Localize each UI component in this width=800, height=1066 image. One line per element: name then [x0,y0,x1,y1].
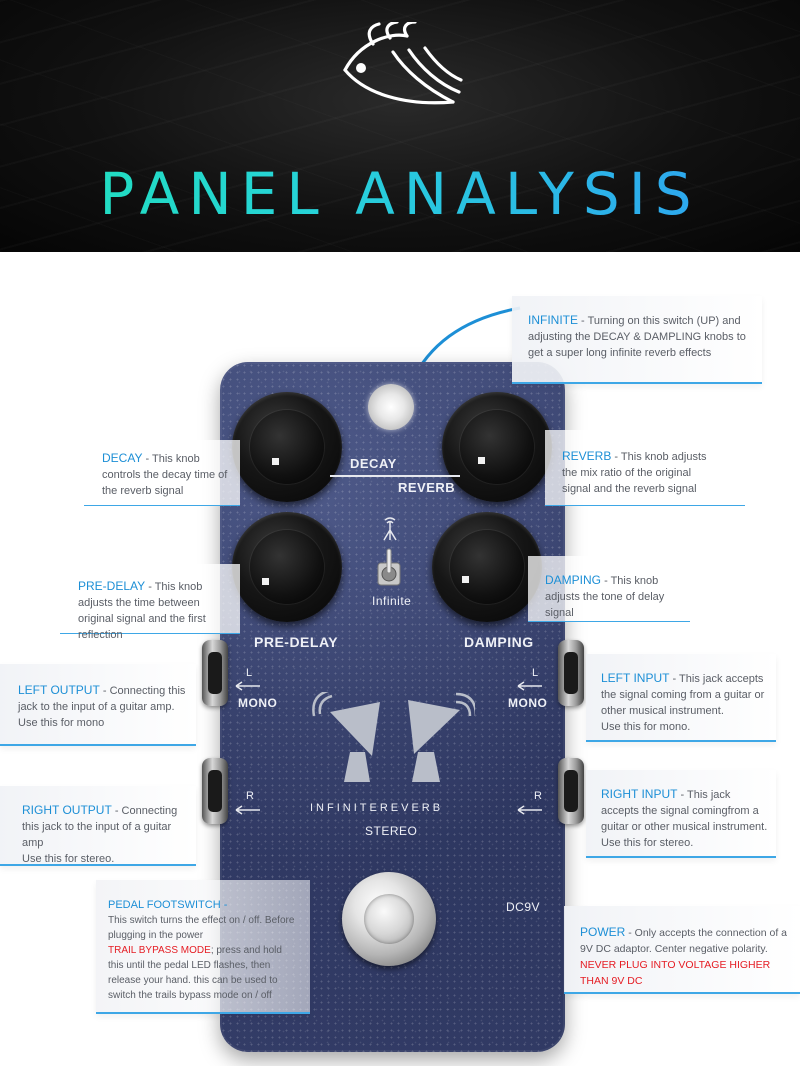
power-heading: POWER [580,925,626,939]
footswitch-text: This switch turns the effect on / off. B… [108,915,295,941]
footswitch-callout: PEDAL FOOTSWITCH - This switch turns the… [108,898,298,1003]
left-output-arrow-icon [235,681,260,691]
right-output-text: - Connecting this jack to the input of a… [22,805,178,849]
reverb-callout: REVERB - This knob adjusts the mix ratio… [562,448,722,497]
right-output-jack[interactable] [202,758,228,824]
infinite-text: - Turning on this switch (UP) and adjust… [528,315,746,359]
reverb-knob-marker [478,457,485,464]
fish-skeleton-logo-icon [343,22,463,105]
pre-delay-label: PRE-DELAY [254,634,339,650]
left-output-heading: LEFT OUTPUT [18,683,100,697]
left-output-jack[interactable] [202,640,228,706]
left-output-callout: LEFT OUTPUT - Connecting this jack to th… [18,682,196,731]
led-indicator [368,384,414,430]
header-banner: PANEL ANALYSIS [0,0,800,252]
decay-label: DECAY [350,456,397,471]
damping-label: DAMPING [464,634,534,650]
pre-delay-knob[interactable] [232,512,342,622]
infinite-label: Infinite [372,594,412,608]
pedal-enclosure: DECAY REVERB Infinite PRE-DELAY DAMPING … [220,362,565,1052]
damping-knob-marker [462,576,469,583]
left-output-l-label: L [246,667,253,679]
right-output-callout-bg [0,786,196,866]
decay-heading: DECAY [102,451,143,465]
trail-bypass-label: TRAIL BYPASS MODE [108,945,211,956]
reverb-heading: REVERB [562,449,612,463]
left-input-text: - This jack accepts the signal coming fr… [601,673,765,717]
left-output-text2: Use this for mono [18,717,105,729]
left-input-mono-label: MONO [508,696,548,710]
pre-delay-callout-bg [60,564,240,634]
left-input-jack[interactable] [558,640,584,706]
damping-callout: DAMPING - This knob adjusts the tone of … [545,572,690,621]
brand-name: INFINITEREVERB [310,802,444,814]
footswitch-text2: ; press and hold this until the pedal LE… [108,945,282,1001]
right-input-heading: RIGHT INPUT [601,787,678,801]
power-callout-bg [564,906,800,994]
satellite-dishes-graphic [312,692,475,782]
decay-callout-bg [84,440,240,506]
left-output-text: - Connecting this jack to the input of a… [18,685,186,713]
right-input-l-label: L [532,667,539,679]
right-input-callout-bg [586,770,776,858]
right-output-callout: RIGHT OUTPUT - Connecting this jack to t… [22,802,180,867]
reverb-knob[interactable] [442,392,552,502]
decay-reverb-divider [330,475,460,477]
infinite-symbol-icon [383,517,397,541]
pre-delay-heading: PRE-DELAY [78,579,146,593]
left-input-callout-bg [586,654,776,742]
decay-knob-marker [272,458,279,465]
reverb-label: REVERB [398,480,456,495]
reverb-callout-bg [545,430,745,506]
pre-delay-callout: PRE-DELAY - This knob adjusts the time b… [78,578,236,643]
power-callout: POWER - Only accepts the connection of a… [580,924,790,989]
left-input-callout: LEFT INPUT - This jack accepts the signa… [601,670,776,735]
footswitch-callout-bg [96,880,310,1014]
right-output-arrow-icon [235,805,260,815]
right-input-text2: Use this for stereo. [601,837,694,849]
pre-delay-text: - This knob adjusts the time between ori… [78,581,206,641]
right-input-r-label: R [534,790,543,802]
infinite-toggle-switch[interactable] [375,547,403,591]
stereo-label: STEREO [365,824,418,838]
right-input-callout: RIGHT INPUT - This jack accepts the sign… [601,786,771,851]
infinite-heading: INFINITE [528,313,578,327]
decay-knob[interactable] [232,392,342,502]
pedal-footswitch[interactable] [342,872,436,966]
left-output-r-label: R [246,790,255,802]
power-text: - Only accepts the connection of a 9V DC… [580,927,788,955]
right-output-heading: RIGHT OUTPUT [22,803,112,817]
damping-text: - This knob adjusts the tone of delay si… [545,575,665,619]
left-input-arrow-icon [517,681,542,691]
damping-callout-bg [528,556,690,622]
damping-heading: DAMPING [545,573,602,587]
right-input-text: - This jack accepts the signal comingfro… [601,789,768,833]
page-title: PANEL ANALYSIS [0,160,800,228]
footswitch-heading: PEDAL FOOTSWITCH - [108,899,228,911]
decay-callout: DECAY - This knob controls the decay tim… [102,450,240,499]
header-texture [0,0,800,252]
dc9v-label: DC9V [506,900,541,914]
reverb-text: - This knob adjusts the mix ratio of the… [562,451,707,495]
left-input-text2: Use this for mono. [601,721,691,733]
right-input-arrow-icon [517,805,542,815]
left-input-heading: LEFT INPUT [601,671,670,685]
damping-knob[interactable] [432,512,542,622]
right-input-jack[interactable] [558,758,584,824]
infinite-callout-bg [512,296,762,384]
right-output-text2: Use this for stereo. [22,853,115,865]
infinite-callout: INFINITE - Turning on this switch (UP) a… [528,312,746,361]
left-output-callout-bg [0,664,196,746]
power-warning: NEVER PLUG INTO VOLTAGE HIGHER THAN 9V D… [580,959,771,987]
decay-text: - This knob controls the decay time of t… [102,453,228,497]
left-output-mono-label: MONO [238,696,278,710]
pre-delay-knob-marker [262,578,269,585]
